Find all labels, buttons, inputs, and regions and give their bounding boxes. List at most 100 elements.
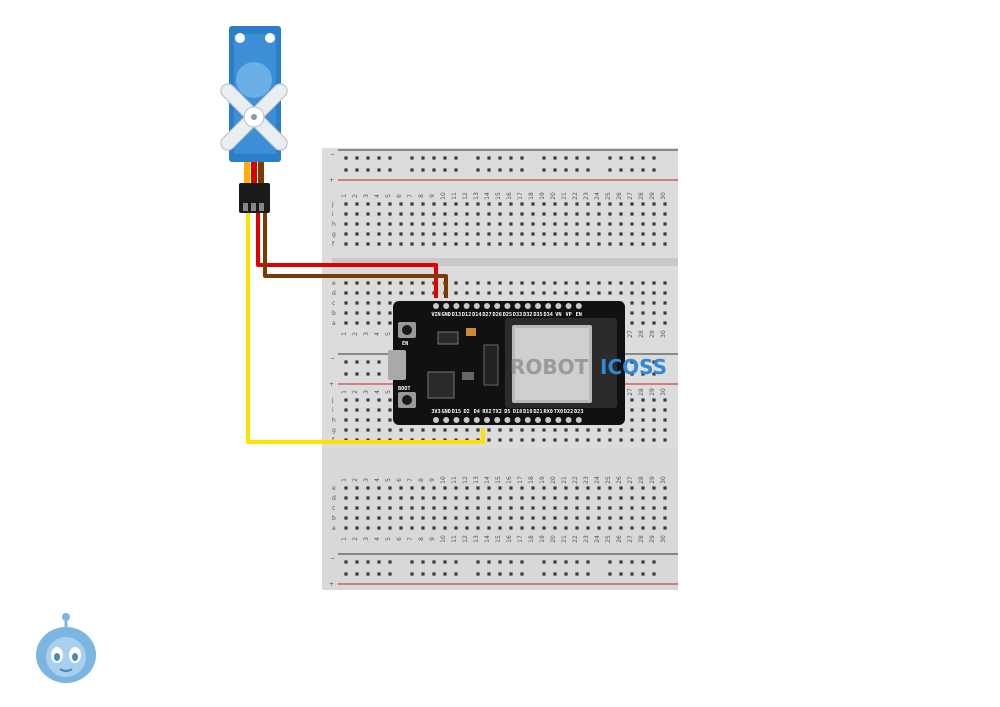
breadboard-hole[interactable] bbox=[641, 311, 645, 315]
breadboard-hole[interactable] bbox=[553, 438, 557, 442]
breadboard-hole[interactable] bbox=[388, 281, 392, 285]
rail-hole[interactable] bbox=[498, 168, 502, 172]
breadboard-hole[interactable] bbox=[641, 526, 645, 530]
breadboard-hole[interactable] bbox=[498, 202, 502, 206]
breadboard-hole[interactable] bbox=[432, 202, 436, 206]
rail-hole[interactable] bbox=[454, 560, 458, 564]
breadboard-hole[interactable] bbox=[542, 232, 546, 236]
breadboard-hole[interactable] bbox=[377, 222, 381, 226]
breadboard-hole[interactable] bbox=[388, 428, 392, 432]
breadboard-hole[interactable] bbox=[509, 291, 513, 295]
esp32-pin[interactable] bbox=[555, 417, 562, 423]
breadboard-hole[interactable] bbox=[531, 428, 535, 432]
breadboard-hole[interactable] bbox=[344, 311, 348, 315]
breadboard-hole[interactable] bbox=[575, 506, 579, 510]
breadboard-hole[interactable] bbox=[388, 496, 392, 500]
breadboard-hole[interactable] bbox=[509, 212, 513, 216]
breadboard-hole[interactable] bbox=[454, 222, 458, 226]
breadboard-hole[interactable] bbox=[399, 212, 403, 216]
breadboard-hole[interactable] bbox=[641, 438, 645, 442]
breadboard-hole[interactable] bbox=[366, 506, 370, 510]
breadboard-hole[interactable] bbox=[454, 486, 458, 490]
breadboard-hole[interactable] bbox=[663, 301, 667, 305]
breadboard-hole[interactable] bbox=[630, 496, 634, 500]
breadboard-hole[interactable] bbox=[421, 428, 425, 432]
rail-hole[interactable] bbox=[476, 156, 480, 160]
breadboard-hole[interactable] bbox=[641, 232, 645, 236]
breadboard-hole[interactable] bbox=[377, 408, 381, 412]
rail-hole[interactable] bbox=[344, 360, 348, 364]
rail-hole[interactable] bbox=[542, 560, 546, 564]
breadboard-hole[interactable] bbox=[520, 291, 524, 295]
breadboard-hole[interactable] bbox=[432, 506, 436, 510]
breadboard-hole[interactable] bbox=[454, 232, 458, 236]
breadboard-hole[interactable] bbox=[498, 506, 502, 510]
breadboard-hole[interactable] bbox=[641, 486, 645, 490]
breadboard-hole[interactable] bbox=[652, 311, 656, 315]
breadboard-hole[interactable] bbox=[366, 526, 370, 530]
breadboard-hole[interactable] bbox=[443, 526, 447, 530]
breadboard-hole[interactable] bbox=[652, 202, 656, 206]
rail-hole[interactable] bbox=[608, 560, 612, 564]
breadboard-hole[interactable] bbox=[421, 486, 425, 490]
breadboard-hole[interactable] bbox=[564, 242, 568, 246]
breadboard-hole[interactable] bbox=[355, 202, 359, 206]
breadboard-hole[interactable] bbox=[443, 212, 447, 216]
breadboard-hole[interactable] bbox=[608, 486, 612, 490]
esp32-pin[interactable] bbox=[575, 417, 582, 423]
rail-hole[interactable] bbox=[498, 560, 502, 564]
rail-hole[interactable] bbox=[344, 372, 348, 376]
breadboard-hole[interactable] bbox=[388, 212, 392, 216]
breadboard-hole[interactable] bbox=[586, 281, 590, 285]
breadboard-hole[interactable] bbox=[553, 291, 557, 295]
breadboard-hole[interactable] bbox=[597, 222, 601, 226]
breadboard-hole[interactable] bbox=[630, 242, 634, 246]
breadboard-hole[interactable] bbox=[355, 418, 359, 422]
rail-hole[interactable] bbox=[344, 168, 348, 172]
breadboard-hole[interactable] bbox=[399, 526, 403, 530]
breadboard-hole[interactable] bbox=[366, 212, 370, 216]
breadboard-hole[interactable] bbox=[553, 222, 557, 226]
breadboard-hole[interactable] bbox=[432, 222, 436, 226]
breadboard-hole[interactable] bbox=[630, 526, 634, 530]
breadboard-hole[interactable] bbox=[641, 202, 645, 206]
breadboard-hole[interactable] bbox=[509, 516, 513, 520]
breadboard-hole[interactable] bbox=[498, 438, 502, 442]
breadboard-hole[interactable] bbox=[542, 202, 546, 206]
breadboard-hole[interactable] bbox=[465, 281, 469, 285]
en-button[interactable] bbox=[402, 325, 412, 335]
breadboard-hole[interactable] bbox=[399, 496, 403, 500]
breadboard-hole[interactable] bbox=[641, 291, 645, 295]
breadboard-hole[interactable] bbox=[421, 242, 425, 246]
esp32-pin[interactable] bbox=[545, 303, 552, 309]
breadboard-hole[interactable] bbox=[575, 526, 579, 530]
breadboard-hole[interactable] bbox=[542, 291, 546, 295]
breadboard-hole[interactable] bbox=[465, 506, 469, 510]
breadboard-hole[interactable] bbox=[366, 301, 370, 305]
breadboard-hole[interactable] bbox=[575, 232, 579, 236]
breadboard-hole[interactable] bbox=[663, 242, 667, 246]
rail-hole[interactable] bbox=[410, 572, 414, 576]
breadboard-hole[interactable] bbox=[663, 212, 667, 216]
breadboard-hole[interactable] bbox=[564, 526, 568, 530]
breadboard-hole[interactable] bbox=[663, 232, 667, 236]
breadboard-hole[interactable] bbox=[487, 486, 491, 490]
breadboard-hole[interactable] bbox=[454, 202, 458, 206]
breadboard-hole[interactable] bbox=[619, 496, 623, 500]
rail-hole[interactable] bbox=[520, 168, 524, 172]
breadboard-hole[interactable] bbox=[355, 311, 359, 315]
breadboard-hole[interactable] bbox=[410, 232, 414, 236]
breadboard-hole[interactable] bbox=[542, 438, 546, 442]
rail-hole[interactable] bbox=[586, 156, 590, 160]
breadboard-hole[interactable] bbox=[619, 526, 623, 530]
breadboard-hole[interactable] bbox=[663, 222, 667, 226]
rail-hole[interactable] bbox=[586, 572, 590, 576]
rail-hole[interactable] bbox=[410, 560, 414, 564]
breadboard-hole[interactable] bbox=[663, 496, 667, 500]
breadboard-hole[interactable] bbox=[487, 232, 491, 236]
esp32-pin[interactable] bbox=[443, 303, 450, 309]
breadboard-hole[interactable] bbox=[520, 232, 524, 236]
esp32-pin[interactable] bbox=[545, 417, 552, 423]
breadboard-hole[interactable] bbox=[597, 496, 601, 500]
breadboard-hole[interactable] bbox=[586, 232, 590, 236]
